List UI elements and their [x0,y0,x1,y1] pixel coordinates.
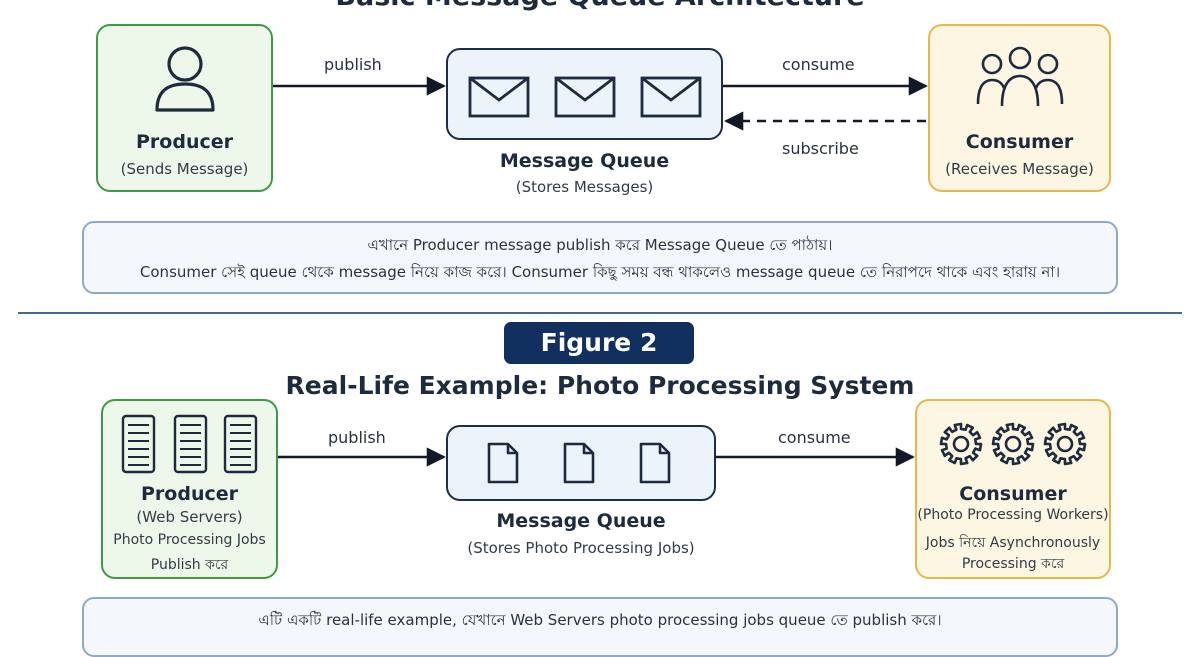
person-icon [155,46,215,112]
gear-icon [1043,422,1087,466]
producer-title: Producer [136,131,233,153]
producer-subtitle: (Web Servers) [136,508,243,526]
figure2-badge: Figure 2 [504,322,694,364]
document-icon [563,442,595,484]
document-icon [639,442,671,484]
queue-subtitle: (Stores Photo Processing Jobs) [467,539,695,557]
server-rack-icon [223,414,258,474]
consumer-description-line1: Jobs নিয়ে Asynchronously [925,535,1101,551]
envelope-icon [554,76,616,118]
figure2-title: Real-Life Example: Photo Processing Syst… [285,371,915,400]
consumer-subtitle: (Photo Processing Workers) [917,507,1109,523]
gear-icon [939,422,983,466]
figure1-note-line2: Consumer সেই queue থেকে message নিয়ে কা… [139,263,1061,281]
connector-arrows [273,76,928,467]
envelope-icon [640,76,702,118]
producer-node: Producer (Sends Message) [96,24,273,192]
consume-label: consume [782,55,855,74]
consumer-title: Consumer [959,483,1067,505]
queue-title: Message Queue [499,150,670,172]
gear-icon [991,422,1035,466]
producer-subtitle: (Sends Message) [120,160,249,178]
producer-node: Producer (Web Servers) Photo Processing … [101,399,278,579]
consumer-subtitle: (Receives Message) [945,160,1094,178]
figure1-title: Basic Message Queue Architecture [0,0,1200,14]
figure1-note: এখানে Producer message publish করে Messa… [82,221,1118,294]
consumer-description-line2: Processing করে [961,556,1065,572]
producer-description-line1: Photo Processing Jobs [113,532,266,548]
queue-subtitle: (Stores Messages) [515,178,654,196]
consumer-title: Consumer [965,131,1074,153]
producer-description-line2: Publish করে [150,557,229,573]
server-rack-icon [121,414,156,474]
gear-icon-group [939,422,1087,466]
queue-title: Message Queue [496,510,666,532]
producer-title: Producer [141,483,238,505]
consume-label: consume [778,428,851,447]
consumer-node: Consumer (Receives Message) [928,24,1111,192]
message-queue-node [446,425,716,501]
message-queue-node [446,48,723,140]
document-icon [487,442,519,484]
subscribe-label: subscribe [782,139,859,158]
section-divider [18,312,1182,314]
people-group-icon [976,46,1064,107]
publish-label: publish [328,428,386,447]
figure2-note-line1: এটি একটি real-life example, যেখানে Web S… [258,611,942,629]
consumer-node: Consumer (Photo Processing Workers) Jobs… [915,399,1111,579]
publish-label: publish [324,55,382,74]
figure1-note-line1: এখানে Producer message publish করে Messa… [367,236,833,254]
envelope-icon [468,76,530,118]
server-rack-icon [173,414,208,474]
